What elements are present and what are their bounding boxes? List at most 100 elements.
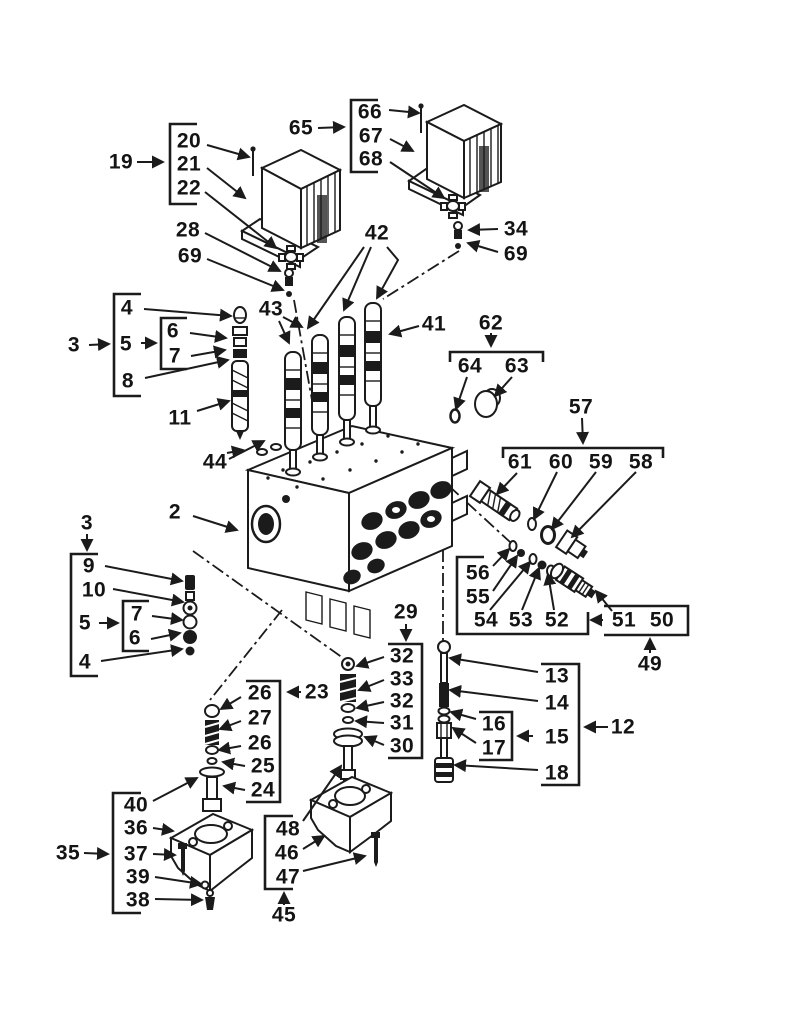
callout-14: 14 <box>545 692 569 715</box>
callout-19: 19 <box>109 151 133 174</box>
callout-22: 22 <box>177 177 201 200</box>
callout-brackets <box>69 98 690 915</box>
callout-32-a: 32 <box>390 645 414 668</box>
callout-43: 43 <box>259 298 283 321</box>
callout-15: 15 <box>545 726 569 749</box>
callout-58: 58 <box>629 451 653 474</box>
callout-24: 24 <box>251 779 275 802</box>
callout-3-upper: 3 <box>68 334 80 357</box>
callout-20: 20 <box>177 130 201 153</box>
relief-valve-stack <box>434 640 454 783</box>
plug-63-washer-64 <box>449 388 501 424</box>
callout-56: 56 <box>466 562 490 585</box>
callout-5-upper: 5 <box>120 333 132 356</box>
o-ring-59 <box>540 525 556 545</box>
callout-69-right: 69 <box>504 243 528 266</box>
callout-36: 36 <box>124 817 148 840</box>
callout-42: 42 <box>365 222 389 245</box>
callout-60: 60 <box>549 451 573 474</box>
breather-fitting-right <box>440 194 466 219</box>
callout-54: 54 <box>474 609 498 632</box>
callout-53: 53 <box>509 609 533 632</box>
callout-40: 40 <box>124 794 148 817</box>
callout-47: 47 <box>276 866 300 889</box>
callout-7-upper: 7 <box>169 345 181 368</box>
callout-63: 63 <box>505 355 529 378</box>
callout-69-left: 69 <box>178 245 202 268</box>
callout-4-lower: 4 <box>79 651 91 674</box>
poppet-valve-left <box>284 268 294 297</box>
callout-6-lower: 6 <box>129 627 141 650</box>
callout-29: 29 <box>394 601 418 624</box>
callout-50: 50 <box>650 609 674 632</box>
callout-17: 17 <box>482 737 506 760</box>
callout-12: 12 <box>611 716 635 739</box>
plug-61 <box>468 479 521 522</box>
callout-4-upper: 4 <box>121 297 133 320</box>
callout-57: 57 <box>569 396 593 419</box>
callout-18: 18 <box>545 762 569 785</box>
control-spool-4 <box>364 302 382 435</box>
control-spool-3 <box>338 316 356 447</box>
spool-end-stack-upper <box>231 306 249 440</box>
callout-48: 48 <box>276 818 300 841</box>
detent-stack-lower <box>182 575 198 656</box>
callout-9: 9 <box>83 555 95 578</box>
callout-51: 51 <box>612 609 636 632</box>
callout-38: 38 <box>126 889 150 912</box>
control-spool-2 <box>311 334 329 462</box>
callout-8: 8 <box>122 370 134 393</box>
callout-16: 16 <box>482 713 506 736</box>
relief-plug-50-51 <box>549 562 597 599</box>
pilot-cover-right <box>407 103 504 217</box>
callout-28: 28 <box>176 219 200 242</box>
breather-fitting-left <box>278 245 304 270</box>
callout-7-lower: 7 <box>131 603 143 626</box>
callout-21: 21 <box>177 153 201 176</box>
callout-23: 23 <box>305 681 329 704</box>
callout-44: 44 <box>203 451 227 474</box>
callout-62: 62 <box>479 312 503 335</box>
callout-27: 27 <box>248 707 272 730</box>
callout-35: 35 <box>56 842 80 865</box>
callout-25: 25 <box>251 755 275 778</box>
callout-11: 11 <box>168 407 191 430</box>
callout-6-upper: 6 <box>167 320 179 343</box>
callout-61: 61 <box>508 451 532 474</box>
callout-13: 13 <box>545 665 569 688</box>
end-cover-45-group <box>308 775 394 867</box>
callout-39: 39 <box>126 866 150 889</box>
callout-34: 34 <box>504 218 528 241</box>
pilot-cover-left <box>239 146 343 269</box>
callout-49: 49 <box>638 653 662 676</box>
poppet-valve-right <box>453 221 463 249</box>
callout-65: 65 <box>289 117 313 140</box>
callout-3-lower: 3 <box>81 512 93 535</box>
callout-64: 64 <box>458 355 482 378</box>
end-cover-35-group <box>168 812 255 910</box>
callout-41: 41 <box>422 313 446 336</box>
callout-68: 68 <box>359 148 383 171</box>
callout-46: 46 <box>275 842 299 865</box>
callout-32-b: 32 <box>390 690 414 713</box>
callout-30: 30 <box>390 735 414 758</box>
callout-37: 37 <box>124 843 148 866</box>
callout-2: 2 <box>169 501 181 524</box>
callout-26-a: 26 <box>248 682 272 705</box>
callout-31: 31 <box>390 712 414 735</box>
ring-60 <box>527 517 537 531</box>
callout-67: 67 <box>359 125 383 148</box>
callout-5-lower: 5 <box>79 612 91 635</box>
control-spool-1 <box>284 351 302 477</box>
callout-59: 59 <box>589 451 613 474</box>
valve-body <box>244 424 468 639</box>
callout-52: 52 <box>545 609 569 632</box>
callout-26-b: 26 <box>248 732 272 755</box>
callout-55: 55 <box>466 586 490 609</box>
callout-33: 33 <box>390 668 414 691</box>
leader-arrows <box>80 105 657 907</box>
callout-66: 66 <box>358 101 382 124</box>
